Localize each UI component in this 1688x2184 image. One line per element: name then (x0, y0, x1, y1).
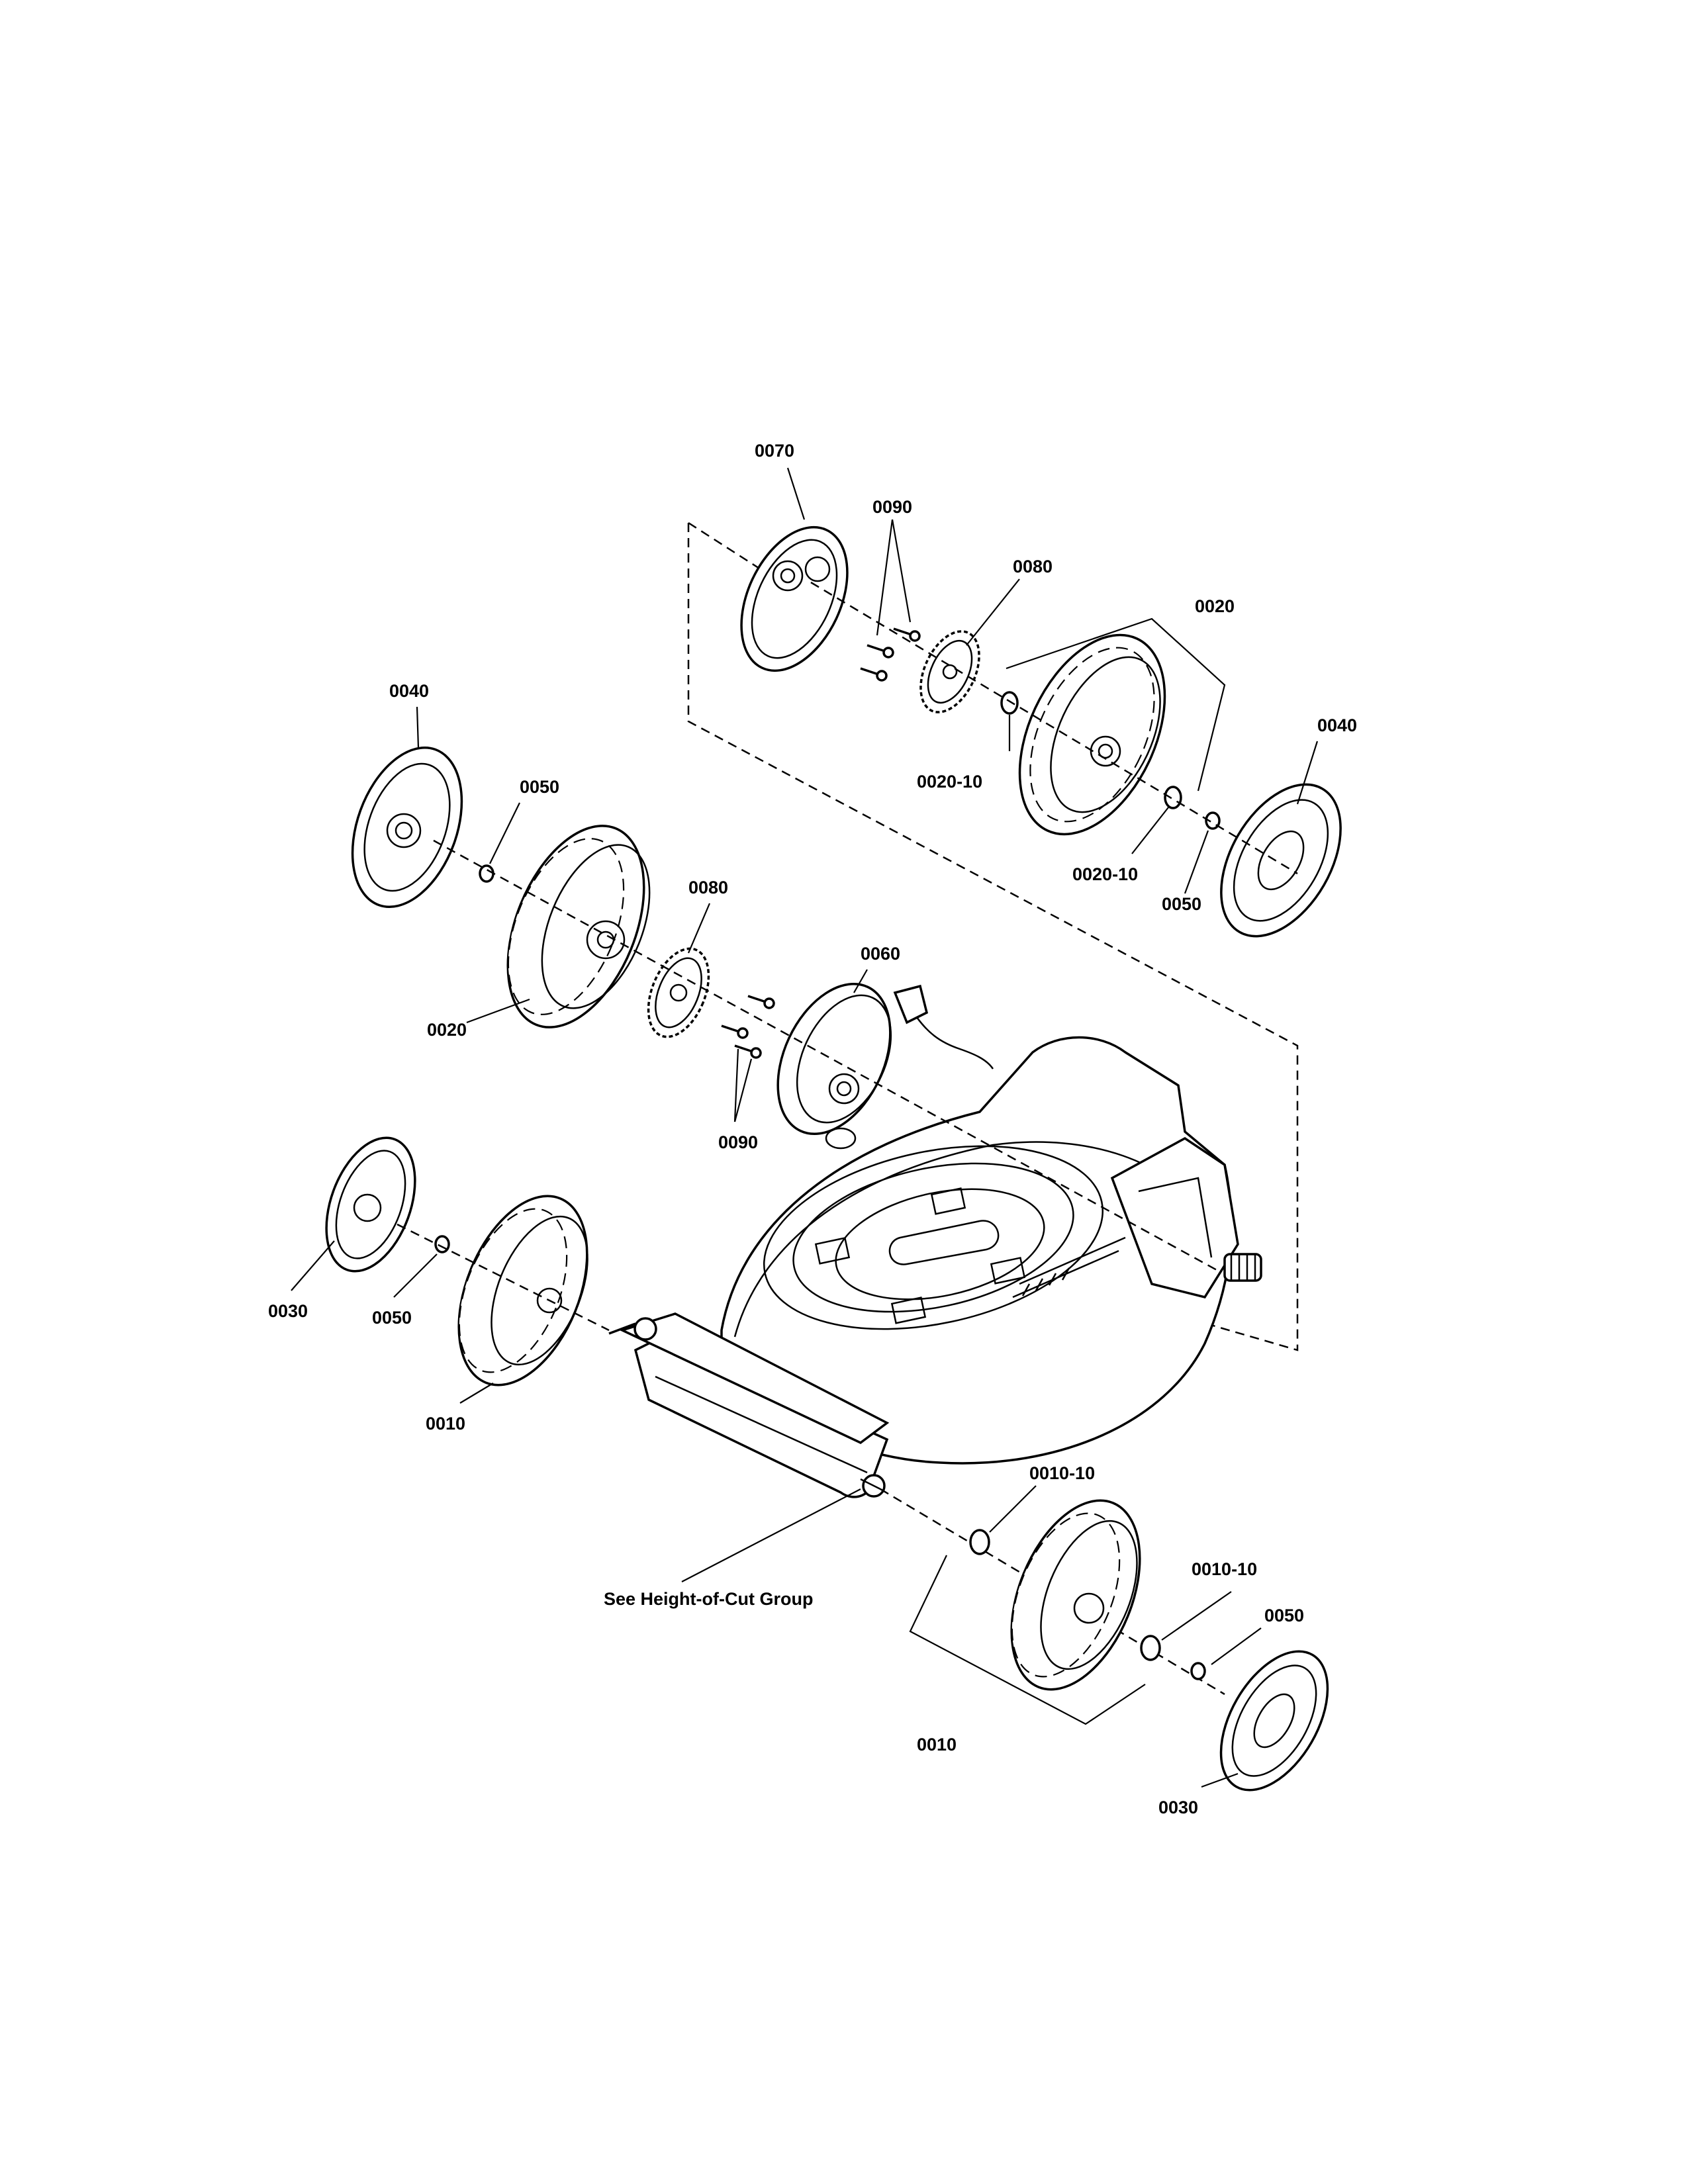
callout-0020-left: 0020 (427, 1020, 467, 1040)
pinion-gear (1223, 1253, 1262, 1282)
leader-lines (291, 467, 1319, 1788)
callout-0020-10-a: 0020-10 (917, 772, 982, 792)
callout-labels: 0070 0090 0080 0020 0040 0020-10 0020-10… (268, 441, 1357, 1817)
gear-cover-left (776, 982, 892, 1150)
callout-0090-mid: 0090 (718, 1132, 758, 1152)
nut-bottom-right (1190, 1662, 1206, 1680)
callout-0010-left: 0010 (426, 1414, 465, 1433)
axis-mid (433, 839, 1219, 1272)
reference-note-height-of-cut: See Height-of-Cut Group (604, 1589, 813, 1609)
hubcap-bottom-right (1219, 1650, 1329, 1792)
drive-gear-top (919, 630, 980, 713)
mower-deck (608, 984, 1262, 1498)
callout-0050-left-bottom: 0050 (372, 1308, 412, 1328)
callout-0020-10-b: 0020-10 (1072, 864, 1138, 884)
bushing-top-a (1000, 691, 1019, 715)
rear-gear-cover-right (740, 525, 849, 672)
bushing-bottom-b (1140, 1635, 1161, 1661)
screws-top (860, 627, 921, 682)
front-wheel-left (457, 1195, 588, 1387)
callout-0050-top-right: 0050 (1162, 894, 1201, 914)
callout-0080-top: 0080 (1013, 557, 1053, 576)
hubcap-left-top (351, 747, 463, 908)
axis-top (810, 581, 1298, 875)
axis-lower-left (397, 1223, 610, 1332)
bracket-0020-top (1006, 617, 1226, 792)
callout-0010-bottom: 0010 (917, 1735, 957, 1754)
bushing-top-b (1164, 786, 1182, 809)
callout-0090-top: 0090 (872, 497, 912, 517)
bushing-bottom-a (969, 1529, 990, 1555)
rear-wheel-left (506, 825, 651, 1028)
callout-0030-bottom-right: 0030 (1158, 1797, 1198, 1817)
callout-0070: 0070 (755, 441, 794, 461)
callout-0040-left: 0040 (389, 681, 429, 701)
nut-left-bottom (434, 1235, 450, 1253)
hubcap-left-bottom (325, 1136, 416, 1273)
callout-0050-left-top: 0050 (520, 777, 559, 797)
callout-0050-bottom-right: 0050 (1264, 1606, 1304, 1625)
screws-mid (721, 995, 775, 1059)
callout-0020-top: 0020 (1195, 596, 1235, 616)
callout-0010-10-a: 0010-10 (1029, 1463, 1095, 1483)
callout-0010-10-b: 0010-10 (1192, 1559, 1257, 1579)
bracket-0010-bottom (909, 1555, 1146, 1725)
drive-gear-mid (647, 947, 710, 1038)
hubcap-right (1220, 783, 1342, 938)
callout-0030-left: 0030 (268, 1301, 308, 1321)
rear-wheel-right (1018, 633, 1166, 836)
front-wheel-right (1010, 1499, 1141, 1691)
nut-left-top (479, 864, 494, 883)
callout-0040-right: 0040 (1317, 715, 1357, 735)
callout-0060: 0060 (861, 944, 900, 964)
callout-0080-mid: 0080 (688, 878, 728, 897)
